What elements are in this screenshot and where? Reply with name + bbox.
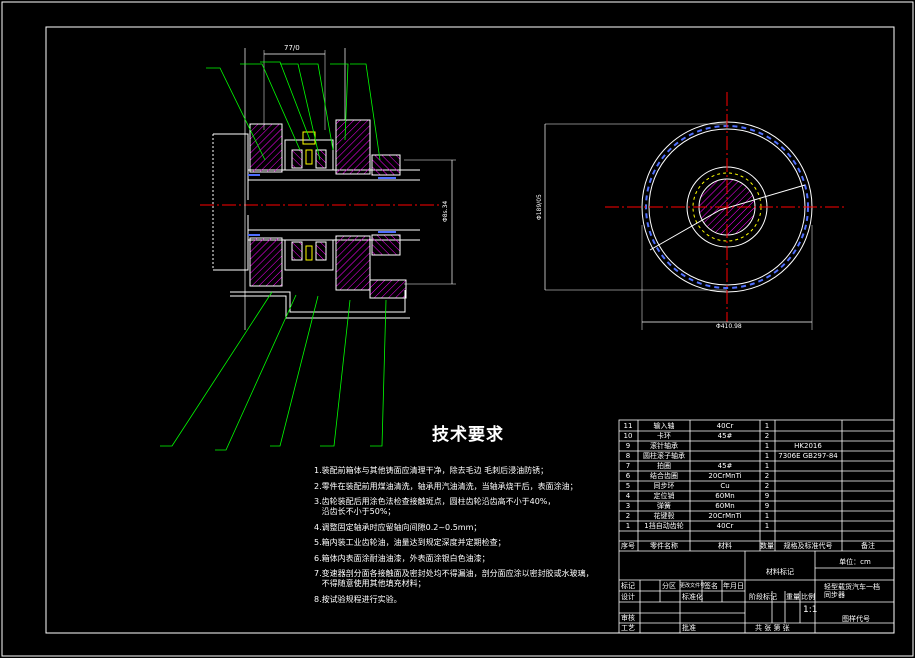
requirement-item: 2.零件在装配前用煤油清洗，轴承用汽油清洗，当轴承烧干后，表面涂油； <box>314 481 578 491</box>
title-block-grid <box>618 419 895 634</box>
parts-cell-qty: 1 <box>764 422 770 430</box>
parts-cell-no: 11 <box>623 422 633 430</box>
standardize-label: 标准化 <box>682 593 703 601</box>
parts-cell-material: Cu <box>720 482 730 490</box>
parts-cell-no: 8 <box>625 452 631 460</box>
parts-cell-std: 7306E GB297-84 <box>778 452 838 460</box>
parts-cell-name: 滚针轴承 <box>650 442 678 450</box>
stage-mark-label: 阶段标记 <box>749 593 777 601</box>
parts-cell-material: 20CrMnTi <box>708 472 742 480</box>
parts-cell-name: 1挡自动齿轮 <box>644 522 684 530</box>
parts-cell-material: 40Cr <box>716 522 734 530</box>
parts-cell-no: 4 <box>625 492 631 500</box>
parts-cell-qty: 9 <box>764 502 770 510</box>
parts-cell-name: 弹簧 <box>657 502 671 510</box>
header-no: 序号 <box>621 542 635 550</box>
parts-cell-qty: 1 <box>764 442 770 450</box>
parts-cell-material: 60Mn <box>715 492 735 500</box>
requirement-item: 7.变速器剖分面各接触面及密封处均不得漏油，剖分面应涂以密封胶或水玻璃， 不得随… <box>314 569 594 588</box>
zone-label: 分区 <box>662 582 676 590</box>
header-remark: 备注 <box>861 542 875 550</box>
dim-top-width: 77/0 <box>284 44 300 52</box>
drawing-name: 轻型载货汽车一档 同步器 <box>824 583 880 599</box>
dim-bore-left: Φ8s.34 <box>442 201 449 222</box>
requirement-item: 3.齿轮装配后用涂色法检查接触斑点，圆柱齿轮沿齿高不小于40%， 沿齿长不小于5… <box>314 497 556 516</box>
scale-value: 1:1 <box>803 605 818 615</box>
parts-cell-material: 60Mn <box>715 502 735 510</box>
parts-cell-no: 1 <box>625 522 631 530</box>
dim-outer-vertical: Φ189/05 <box>536 194 543 220</box>
parts-cell-name: 输入轴 <box>653 422 675 430</box>
parts-cell-qty: 2 <box>764 432 770 440</box>
tech-requirements-title: 技术要求 <box>432 425 504 445</box>
requirement-item: 1.装配前箱体与其他铸面应清理干净，除去毛边 毛刺后浸油防锈； <box>314 466 549 475</box>
parts-cell-qty: 1 <box>764 522 770 530</box>
date-label: 年月日 <box>723 582 744 590</box>
header-std: 规格及标准代号 <box>783 542 833 550</box>
section-view <box>160 48 456 451</box>
inner-frame <box>45 26 895 634</box>
parts-cell-name: 定位销 <box>653 492 675 500</box>
header-name: 零件名称 <box>650 542 678 550</box>
parts-cell-name: 圆柱滚子轴承 <box>643 452 685 460</box>
requirement-item: 4.调整固定轴承时应留轴向间隙0.2~0.5mm； <box>314 522 482 532</box>
drawing-code: 图样代号 <box>842 615 870 623</box>
parts-cell-name: 花键毂 <box>653 512 675 520</box>
parts-cell-name: 拍圈 <box>657 462 671 470</box>
parts-cell-no: 7 <box>625 462 631 470</box>
parts-cell-qty: 1 <box>764 462 770 470</box>
scale-label: 比例 <box>801 593 815 601</box>
parts-cell-qty: 1 <box>764 512 770 520</box>
parts-cell-no: 10 <box>623 432 633 440</box>
signature-label: 签名 <box>704 582 718 590</box>
parts-cell-no: 2 <box>625 512 631 520</box>
parts-cell-no: 9 <box>625 442 631 450</box>
unit-label: 单位：cm <box>839 558 871 566</box>
end-view <box>544 92 845 330</box>
requirement-item: 8.按试验规程进行实验。 <box>314 594 402 604</box>
file-no-label: 更改文件号 <box>680 583 706 589</box>
process-label: 工艺 <box>621 624 635 632</box>
header-qty: 数量 <box>760 542 774 550</box>
dim-outer-bottom: Φ410.98 <box>716 323 742 330</box>
parts-cell-qty: 9 <box>764 492 770 500</box>
parts-cell-name: 同步环 <box>653 482 675 490</box>
revision-mark: 标记 <box>621 582 635 590</box>
parts-cell-std: HK2016 <box>794 442 822 450</box>
parts-cell-material: 40Cr <box>716 422 734 430</box>
tech-requirements-list: 1.装配前箱体与其他铸面应清理干净，除去毛边 毛刺后浸油防锈； 2.零件在装配前… <box>314 466 614 610</box>
leader-lines <box>160 61 387 451</box>
parts-cell-no: 3 <box>625 502 631 510</box>
weight-label: 重量 <box>786 593 800 601</box>
material-mark: 材料标记 <box>766 568 794 576</box>
sheets-label: 共 张 第 张 <box>755 624 790 632</box>
parts-cell-no: 5 <box>625 482 631 490</box>
design-label: 设计 <box>621 593 635 601</box>
parts-cell-qty: 1 <box>764 452 770 460</box>
parts-cell-name: 结合齿圈 <box>650 472 678 480</box>
parts-cell-material: 45# <box>717 462 733 470</box>
parts-cell-name: 卡环 <box>657 432 671 440</box>
parts-cell-material: 45# <box>717 432 733 440</box>
header-material: 材料 <box>718 542 732 550</box>
approve-label: 批准 <box>682 624 696 632</box>
parts-cell-no: 6 <box>625 472 631 480</box>
requirement-item: 6.箱体内表面涂耐油油漆，外表面涂银白色油漆； <box>314 553 490 563</box>
review-label: 审核 <box>621 614 635 622</box>
parts-cell-material: 20CrMnTi <box>708 512 742 520</box>
parts-cell-qty: 2 <box>764 472 770 480</box>
requirement-item: 5.箱内装工业齿轮油，油量达到规定深度并定期检查； <box>314 538 506 547</box>
parts-cell-qty: 2 <box>764 482 770 490</box>
